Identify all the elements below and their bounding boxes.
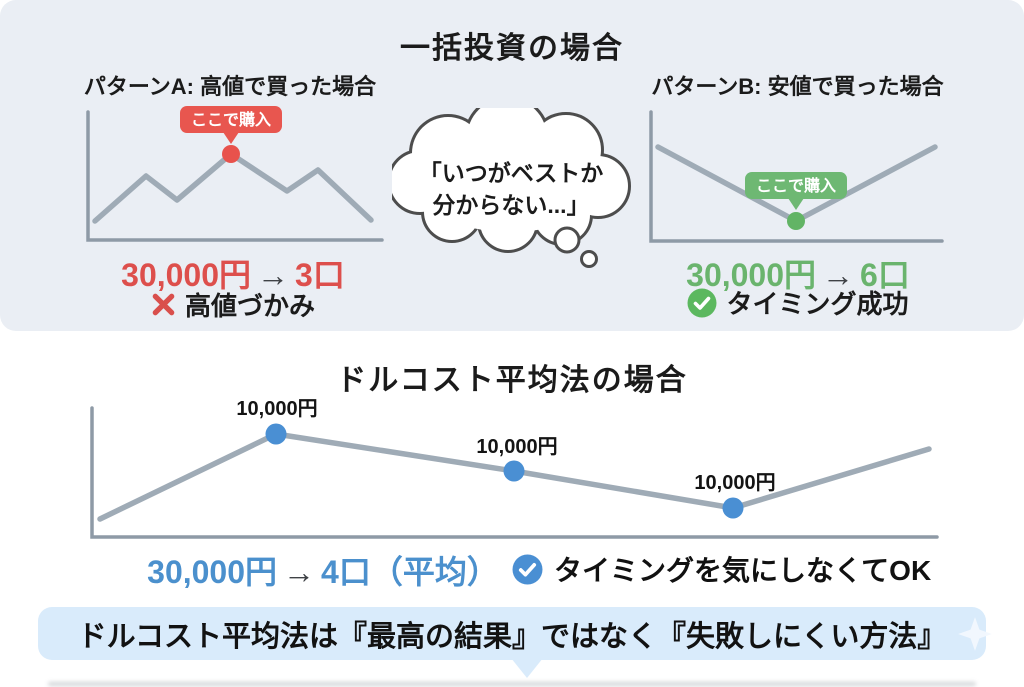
check-circle-icon [512, 554, 543, 584]
pattern-a-axes [86, 110, 384, 242]
pattern-a-price-line [92, 151, 374, 224]
x-mark-icon [152, 293, 175, 316]
dca-purchase-dot-3 [722, 497, 744, 519]
pattern-a-units: 3口 [295, 257, 345, 293]
pattern-b-amount: 30,000円 [686, 257, 817, 293]
thought-bubble-line1: 「いつがベストか [419, 160, 603, 186]
pattern-a-amount: 30,000円 [121, 257, 252, 293]
dca-point-label-1: 10,000円 [236, 398, 317, 420]
thought-trail-circle-large [553, 226, 581, 254]
pattern-b-verdict-label: タイミング成功 [726, 289, 909, 319]
dca-chart: 10,000円 10,000円 10,000円 [90, 398, 939, 539]
top-section-title: 一括投資の場合 [400, 32, 624, 65]
dca-verdict-label: タイミングを気にしなくてOK [554, 555, 932, 586]
pattern-b-header: パターンB: 安値で買った場合 [651, 74, 944, 99]
dca-axes [90, 406, 939, 539]
bottom-section-title: ドルコスト平均法の場合 [336, 364, 688, 397]
arrow-glyph: → [283, 554, 316, 590]
dca-point-label-2: 10,000円 [476, 436, 557, 458]
dca-verdict: タイミングを気にしなくてOK [512, 549, 931, 589]
pattern-a-result: 30,000円→3口 [83, 250, 383, 296]
pattern-a-header: パターンA: 高値で買った場合 [83, 74, 377, 99]
dca-units: 4口（平均） [321, 554, 499, 590]
sparkle-icon [958, 617, 992, 651]
dca-purchase-dot-1 [265, 423, 287, 445]
bottom-edge-shadow [48, 682, 976, 686]
pattern-b-tooltip-pointer [788, 198, 804, 210]
check-circle-icon [687, 288, 717, 317]
pattern-b-result: 30,000円→6口 [648, 250, 948, 296]
dca-amount: 30,000円 [147, 554, 278, 590]
thought-bubble: 「いつがベストか 分からない...」 [392, 108, 631, 268]
arrow-glyph: → [257, 257, 290, 293]
pattern-b-units: 6口 [860, 257, 910, 293]
thought-bubble-fill [392, 108, 628, 250]
pattern-a-tooltip-pointer [223, 132, 239, 144]
pattern-b-axes [649, 110, 944, 243]
conclusion-banner: ドルコスト平均法は『最高の結果』ではなく『失敗しにくい方法』 [38, 607, 986, 660]
pattern-a-tooltip-label: ここで購入 [191, 111, 271, 129]
thought-bubble-line2: 分からない...」 [432, 192, 589, 218]
pattern-a-tooltip-bubble [180, 106, 282, 133]
pattern-b-purchase-dot [787, 212, 805, 230]
pattern-a-purchase-dot [222, 145, 240, 163]
conclusion-banner-text: ドルコスト平均法は『最高の結果』ではなく『失敗しにくい方法』 [77, 620, 947, 653]
pattern-b-verdict: タイミング成功 [648, 284, 948, 321]
pattern-a-chart: ここで購入 [86, 106, 384, 242]
dca-result: 30,000円→4口（平均） [100, 547, 546, 593]
pattern-a-verdict-label: 高値づかみ [184, 291, 315, 321]
pattern-a-verdict: 高値づかみ [83, 286, 383, 323]
pattern-b-tooltip-label: ここで購入 [756, 177, 836, 195]
pattern-b-chart: ここで購入 [649, 110, 944, 243]
dca-purchase-dot-2 [503, 460, 525, 482]
dca-point-label-3: 10,000円 [694, 472, 775, 494]
banner-tail-pointer [511, 658, 543, 678]
thought-trail-circle-small [580, 250, 598, 268]
arrow-glyph: → [822, 257, 855, 293]
pattern-b-tooltip-bubble [745, 172, 847, 199]
